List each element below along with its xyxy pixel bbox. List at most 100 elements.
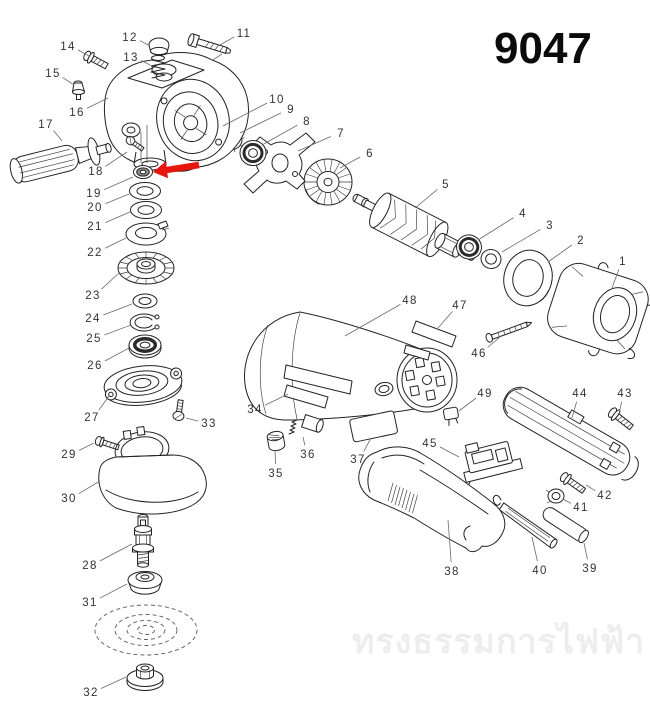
part-nameplate47-art	[411, 320, 457, 348]
callout-leader-line	[274, 449, 276, 465]
callout-number: 48	[402, 295, 417, 307]
part-bolt11-art	[187, 33, 232, 54]
part-screw42-art	[559, 472, 587, 494]
callout-leader-line	[104, 324, 132, 336]
callout-leader-line	[217, 36, 235, 47]
watermark-text: ทรงธรรมการไฟฟ้า	[352, 623, 646, 661]
callout-leader-line	[98, 395, 110, 411]
callout-number: 15	[45, 68, 60, 80]
callout-number: 13	[123, 52, 138, 64]
callout-number: 33	[201, 418, 216, 430]
callout-number: 29	[61, 449, 76, 461]
callout-number: 30	[61, 493, 76, 505]
callout-leader-line	[447, 519, 452, 563]
part-fan-art	[303, 158, 353, 206]
callout-leader-line	[78, 442, 95, 451]
callout-leader-line	[501, 229, 541, 253]
model-number-title: 9047	[494, 24, 592, 73]
callout-leader-line	[261, 124, 298, 146]
callout-leader-line	[619, 401, 623, 410]
callout-number: 2	[577, 235, 585, 247]
part-armature-art	[352, 192, 476, 261]
callout-leader-line	[585, 484, 596, 492]
callout-number: 12	[122, 32, 137, 44]
part-rear-handle38-art	[358, 446, 506, 553]
part-screw18-art	[125, 136, 145, 152]
part-side-handle-art	[9, 137, 112, 184]
callout-number: 40	[532, 565, 547, 577]
callout-number: 26	[87, 360, 102, 372]
callout-number: 38	[444, 566, 459, 578]
annotation-layer	[153, 161, 200, 179]
part-bearing-box27-art	[103, 365, 183, 406]
callout-number: 34	[247, 404, 262, 416]
part-brush-cap35-art	[266, 430, 286, 452]
callout-number: 49	[477, 388, 492, 400]
part-button49-art	[442, 406, 459, 427]
callout-leader-line	[439, 446, 460, 458]
callout-leader-line	[105, 193, 130, 205]
callout-leader-line	[99, 583, 128, 599]
callout-number: 36	[300, 449, 315, 461]
callout-leader-line	[531, 536, 538, 562]
part-bearing26-art	[128, 334, 162, 359]
part-cord-guard40-art	[492, 494, 558, 549]
callout-number: 18	[88, 166, 103, 178]
callout-leader-line	[77, 49, 90, 57]
callout-leader-line	[139, 40, 151, 47]
callout-leader-line	[101, 272, 120, 290]
callout-number: 1	[619, 256, 627, 268]
part-carbon-brush36-art	[288, 414, 324, 435]
part-lockwasher22-art	[125, 220, 170, 246]
part-label34-art	[283, 384, 329, 409]
callout-number: 9	[287, 104, 295, 116]
callout-leader-line	[99, 543, 133, 562]
callout-leader-line	[302, 436, 306, 446]
part-ring20-art	[129, 182, 161, 200]
callout-number: 39	[582, 563, 597, 575]
callout-number: 8	[303, 116, 311, 128]
callout-leader-line	[222, 102, 268, 127]
callout-leader-line	[78, 480, 101, 495]
callout-number: 44	[572, 388, 587, 400]
callout-number: 11	[237, 28, 252, 40]
part-bearing8-art	[239, 140, 267, 166]
part-gear-housing-art	[103, 52, 250, 172]
callout-number: 5	[442, 179, 450, 191]
callout-number: 47	[452, 300, 467, 312]
part-lock-nut32-art	[126, 663, 164, 691]
callout-leader-line	[53, 130, 63, 142]
callout-leader-line	[103, 303, 133, 316]
part-ring21-art	[130, 201, 162, 219]
callout-leader-line	[86, 97, 109, 109]
part-fieldcoil-art	[547, 262, 650, 360]
callout-leader-line	[264, 393, 289, 406]
part-cord39-art	[542, 507, 589, 544]
callout-number: 3	[546, 220, 554, 232]
callout-leader-line	[62, 77, 75, 86]
callout-leader-line	[239, 112, 282, 134]
callout-number: 10	[269, 94, 284, 106]
callout-number: 37	[350, 454, 365, 466]
callout-number: 7	[337, 128, 345, 140]
part-screw14-art	[83, 50, 109, 70]
callout-number: 43	[617, 388, 632, 400]
part-spring13-art	[150, 55, 166, 79]
callout-leader-line	[414, 189, 438, 209]
callout-number: 35	[268, 468, 283, 480]
part-ring3-art	[480, 248, 502, 270]
callout-number: 24	[85, 313, 100, 325]
part-grommet41-art	[545, 488, 565, 504]
part-label37-art	[349, 410, 398, 443]
red-pointer-arrow	[153, 161, 200, 179]
part-ring2-art	[503, 249, 553, 307]
callout-number: 21	[87, 221, 102, 233]
callout-layer: 1234567891011121314151617181920212223242…	[38, 28, 632, 699]
callout-number: 45	[422, 438, 437, 450]
callout-number: 31	[82, 597, 97, 609]
part-spindle28-art	[132, 514, 154, 568]
callout-leader-line	[339, 156, 361, 169]
callout-number: 32	[83, 687, 98, 699]
callout-number: 22	[87, 247, 102, 259]
